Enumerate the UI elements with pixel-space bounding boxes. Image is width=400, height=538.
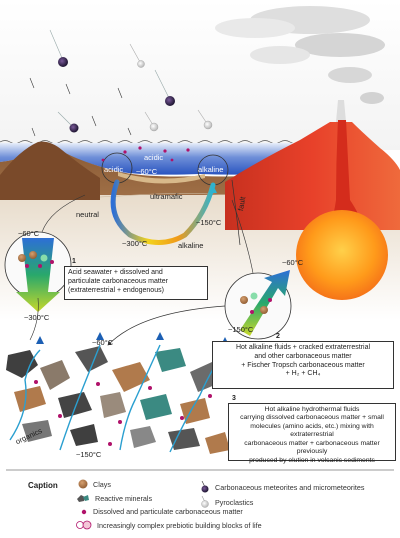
- label-alkaline-vent: alkaline: [198, 165, 224, 174]
- legend-dissolved: Dissolved and particulate carbonaceous m…: [80, 507, 243, 516]
- legend-reactive-minerals-label: Reactive minerals: [95, 493, 153, 503]
- box2-line4: + H₂ + CH₄: [285, 370, 321, 378]
- building-blocks-icon: [76, 520, 92, 530]
- volcanic-smoke: [215, 6, 385, 104]
- clay-icon: [78, 479, 88, 489]
- legend-building-blocks: Increasingly complex prebiotic building …: [76, 520, 262, 530]
- box1-line1: Acid seawater + dissolved and: [68, 269, 163, 276]
- carbon-dot-icon: [81, 509, 87, 514]
- label-acidic-vent: acidic: [104, 165, 124, 174]
- box1-number: 1: [72, 258, 76, 265]
- sediment-field: [6, 332, 230, 454]
- pyroclastic-icon: [201, 496, 209, 508]
- box3: Hot alkaline hydrothermal fluids carryin…: [228, 403, 396, 464]
- label-temp-60-sediment: ~60°C: [92, 338, 114, 347]
- meteorite-icon: [201, 481, 209, 493]
- box2-line3: + Fischer Tropsch carbonaceous matter: [241, 361, 365, 369]
- box1-line2: particulate carbonaceous matter: [68, 277, 168, 285]
- legend-building-blocks-label: Increasingly complex prebiotic building …: [97, 520, 262, 530]
- box3-line2: carrying dissolved carbonaceous matter +…: [240, 414, 384, 422]
- legend-clays: Clays: [78, 479, 111, 489]
- meteorites: [29, 29, 213, 137]
- caption-title: Caption: [28, 481, 58, 490]
- label-temp-300-left: ~300°C: [24, 313, 50, 322]
- label-temp-60-left: ~60°C: [18, 229, 40, 238]
- box3-line1: Hot alkaline hydrothermal fluids: [264, 406, 360, 413]
- sediment-dots: [118, 172, 205, 184]
- label-temp-60-right: ~60°C: [282, 258, 304, 267]
- left-mountain: [0, 141, 100, 200]
- reactive-minerals-icon: [77, 495, 89, 502]
- label-temp-150-sediment: ~150°C: [76, 450, 102, 459]
- label-ultramafic: ultramafic: [150, 192, 183, 201]
- box2-line2: and other carbonaceous matter: [254, 352, 352, 360]
- box3-line3: molecules (amino acids, etc.) mixing wit…: [250, 422, 374, 439]
- box1: Acid seawater + dissolved and particulat…: [64, 266, 208, 300]
- box3-line4: carbonaceous matter + carbonaceous matte…: [244, 439, 380, 456]
- legend-meteorites: Carbonaceous meteorites and micrometeori…: [200, 481, 364, 493]
- legend-pyroclastics-label: Pyroclastics: [215, 497, 254, 507]
- legend-pyroclastics: Pyroclastics: [200, 496, 253, 508]
- label-acidic-sea: acidic: [144, 153, 164, 162]
- box2-line1: Hot alkaline fluids + cracked extraterre…: [235, 344, 371, 351]
- legend-meteorites-label: Carbonaceous meteorites and micrometeori…: [215, 482, 365, 492]
- sea-surface: [0, 140, 301, 144]
- down-arrow: [16, 238, 60, 312]
- label-temp-300-mid: ~300°C: [122, 239, 148, 248]
- label-temp-150-mid: ~150°C: [196, 218, 222, 227]
- legend-clays-label: Clays: [93, 479, 111, 489]
- hydrothermal-path: [110, 179, 216, 245]
- legend-dissolved-label: Dissolved and particulate carbonaceous m…: [93, 507, 243, 516]
- magma-chamber: [296, 210, 388, 300]
- box3-line5: produced by elution in volcanic sediment…: [249, 456, 375, 464]
- box2-number: 2: [276, 333, 280, 340]
- zoom2-particles: [240, 292, 272, 314]
- sea-carbon-dots: [101, 146, 190, 162]
- volcano: [225, 122, 400, 230]
- legend-reactive-minerals: Reactive minerals: [76, 493, 152, 503]
- up-arrow: [240, 270, 290, 336]
- sea: [0, 143, 300, 175]
- magma-conduit: [330, 120, 362, 225]
- label-temp-60-top: ~60°C: [136, 167, 158, 176]
- zoom1-particles: [18, 251, 54, 268]
- label-neutral: neutral: [76, 210, 99, 219]
- box2: Hot alkaline fluids + cracked extraterre…: [212, 341, 394, 389]
- label-alkaline-mid: alkaline: [178, 241, 204, 250]
- box3-number: 3: [232, 395, 236, 402]
- label-temp-150-right: ~150°C: [228, 325, 254, 334]
- box1-line3: (extraterrestrial + endogenous): [68, 286, 164, 294]
